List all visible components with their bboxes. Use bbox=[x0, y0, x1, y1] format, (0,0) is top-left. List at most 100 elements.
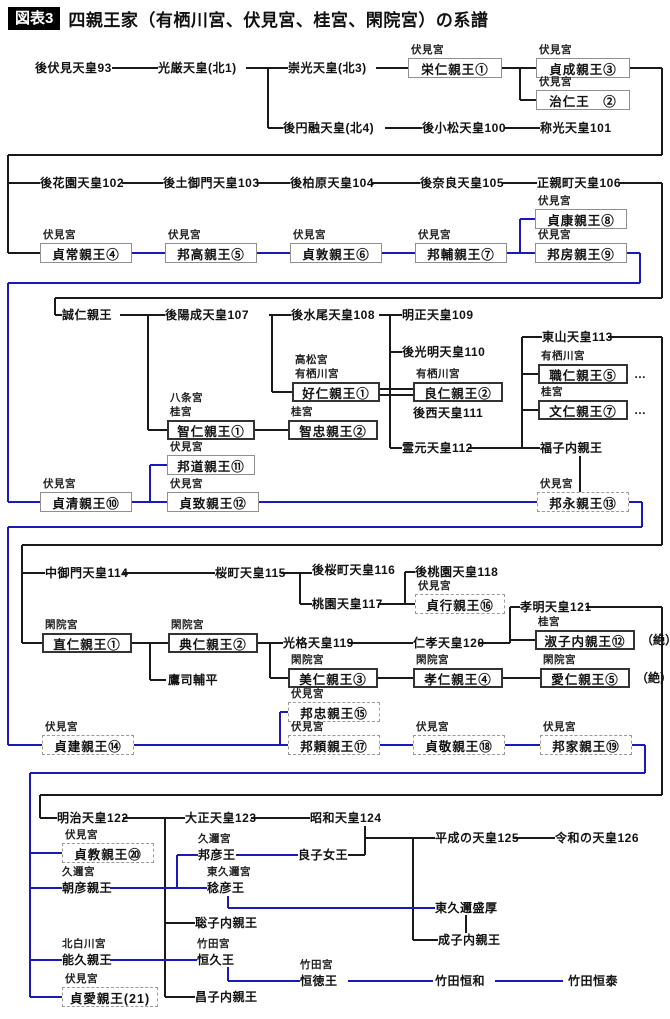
lineage-line-black bbox=[165, 996, 195, 998]
lineage-line-blue bbox=[280, 744, 288, 746]
person-node: 誠仁親王 bbox=[62, 308, 113, 322]
lineage-line-black bbox=[579, 456, 581, 492]
lineage-line-blue bbox=[132, 501, 150, 503]
person-node: 恒久王 bbox=[197, 953, 235, 967]
lineage-line-blue bbox=[8, 282, 640, 284]
lineage-line-black bbox=[22, 544, 662, 546]
lineage-line-black bbox=[164, 818, 166, 997]
person-node: 後柏原天皇104 bbox=[290, 176, 375, 190]
person-node: 後小松天皇100 bbox=[422, 121, 507, 135]
lineage-line-black bbox=[390, 351, 402, 353]
lineage-line-black bbox=[40, 794, 662, 796]
person-box: 貞教親王⑳ bbox=[62, 843, 154, 863]
house-label: 伏見宮 bbox=[168, 229, 201, 241]
person-box: 貞成親王③ bbox=[536, 58, 630, 78]
lineage-line-blue bbox=[7, 527, 9, 745]
lineage-line-black bbox=[120, 314, 165, 316]
person-box: 文仁親王⑦ bbox=[538, 400, 628, 420]
lineage-line-black bbox=[8, 182, 40, 184]
person-node: 霊元天皇112 bbox=[402, 441, 473, 455]
house-label: 有栖川宮 bbox=[416, 368, 460, 380]
house-label: 伏見宮 bbox=[538, 195, 571, 207]
lineage-line-blue bbox=[644, 745, 646, 773]
person-box: 邦忠親王⑮ bbox=[288, 702, 380, 722]
person-box: 貞常親王④ bbox=[40, 243, 132, 263]
lineage-line-blue bbox=[30, 959, 62, 961]
lineage-line-blue bbox=[629, 501, 642, 503]
lineage-line-black bbox=[365, 837, 435, 839]
person-node: 明治天皇122 bbox=[57, 811, 129, 825]
lineage-line-black bbox=[502, 182, 537, 184]
lineage-line-blue bbox=[149, 465, 151, 502]
person-box: 職仁親王⑤ bbox=[538, 364, 628, 384]
house-label: 伏見宮 bbox=[170, 441, 203, 453]
person-box: 孝仁親王④ bbox=[413, 668, 503, 688]
lineage-line-black bbox=[522, 336, 542, 338]
person-node: 昭和天皇124 bbox=[310, 811, 382, 825]
lineage-line-black bbox=[510, 606, 520, 608]
house-label: 高松宮 bbox=[295, 354, 328, 366]
person-node: 能久親王 bbox=[62, 953, 113, 967]
lineage-line-black bbox=[299, 573, 301, 604]
person-node: 称光天皇101 bbox=[540, 121, 612, 135]
lineage-line-black bbox=[630, 67, 662, 69]
lineage-line-black bbox=[510, 639, 535, 641]
lineage-line-black bbox=[22, 572, 45, 574]
continuation-mark: … bbox=[634, 367, 646, 381]
lineage-line-blue bbox=[177, 854, 198, 856]
continuation-mark: … bbox=[634, 403, 646, 417]
house-label: 伏見宮 bbox=[65, 829, 98, 841]
lineage-line-blue bbox=[259, 501, 537, 503]
lineage-line-black bbox=[22, 642, 42, 644]
lineage-line-blue bbox=[29, 773, 31, 997]
lineage-line-black bbox=[661, 68, 663, 155]
chart-title: 四親王家（有栖川宮、伏見宮、桂宮、閑院宮）の系譜 bbox=[68, 11, 489, 30]
person-node: 崇光天皇(北3) bbox=[288, 61, 367, 75]
house-label: 閑院宮 bbox=[291, 654, 324, 666]
house-label: 閑院宮 bbox=[416, 654, 449, 666]
lineage-line-black bbox=[405, 571, 415, 573]
lineage-line-black bbox=[21, 545, 23, 643]
lineage-line-black bbox=[412, 838, 414, 940]
lineage-line-black bbox=[300, 603, 312, 605]
lineage-line-black bbox=[389, 315, 391, 448]
house-label: 閑院宮 bbox=[45, 619, 78, 631]
lineage-line-blue bbox=[627, 252, 640, 254]
lineage-line-black bbox=[413, 939, 438, 941]
lineage-line-black bbox=[385, 127, 422, 129]
lineage-line-black bbox=[112, 67, 158, 69]
lineage-line-black bbox=[122, 182, 163, 184]
house-label: 竹田宮 bbox=[197, 938, 230, 950]
person-node: 邦彦王 bbox=[198, 848, 236, 862]
house-label: 伏見宮 bbox=[539, 44, 572, 56]
lineage-line-blue bbox=[519, 219, 521, 253]
person-node: 聡子内親王 bbox=[195, 916, 258, 930]
lineage-line-blue bbox=[228, 907, 435, 909]
person-node: 東久邇盛厚 bbox=[435, 901, 498, 915]
lineage-line-blue bbox=[30, 852, 62, 854]
person-box: 治仁王 ② bbox=[536, 90, 630, 110]
lineage-line-black bbox=[522, 409, 538, 411]
person-node: 稔彦王 bbox=[207, 881, 245, 895]
house-label: 東久邇宮 bbox=[207, 866, 251, 878]
lineage-line-blue bbox=[132, 252, 165, 254]
person-node: 後西天皇111 bbox=[413, 406, 484, 420]
lineage-line-black bbox=[150, 679, 166, 681]
person-box: 愛仁親王⑤ bbox=[540, 668, 630, 688]
lineage-line-black bbox=[513, 837, 555, 839]
lineage-line-black bbox=[380, 394, 413, 396]
lineage-line-black bbox=[376, 67, 408, 69]
person-node: 後伏見天皇93 bbox=[35, 61, 112, 75]
person-box: 智仁親王① bbox=[167, 420, 255, 440]
house-label: 伏見宮 bbox=[538, 229, 571, 241]
person-node: 後円融天皇(北4) bbox=[283, 121, 375, 135]
lineage-line-black bbox=[268, 127, 283, 129]
lineage-line-black bbox=[348, 854, 365, 856]
person-node: 恒徳王 bbox=[300, 974, 338, 988]
lineage-line-black bbox=[378, 677, 413, 679]
person-box: 邦道親王⑪ bbox=[167, 455, 255, 475]
lineage-line-blue bbox=[8, 526, 642, 528]
person-node: 平成の天皇125 bbox=[435, 831, 520, 845]
lineage-line-black bbox=[522, 447, 540, 449]
lineage-line-blue bbox=[279, 712, 281, 745]
